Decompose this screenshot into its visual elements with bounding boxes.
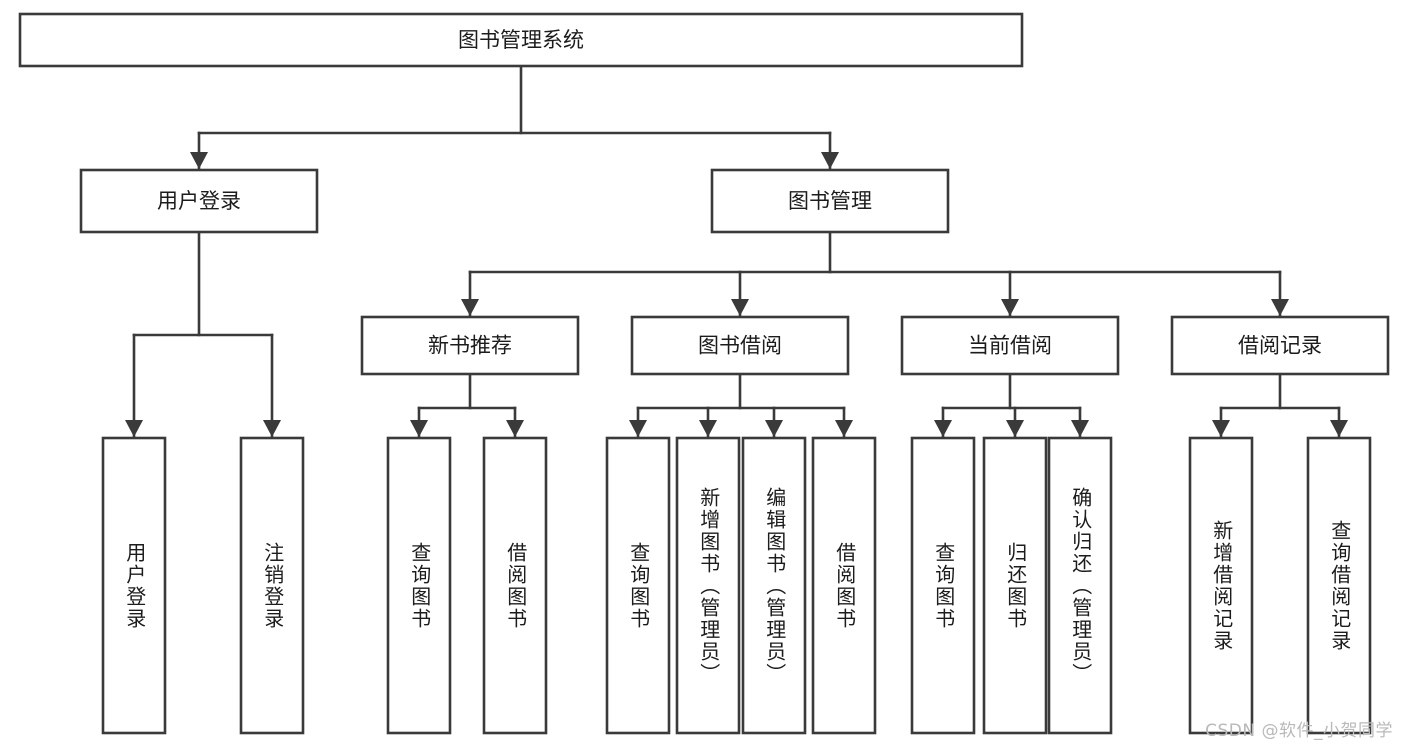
- arrow-head-icon: [1212, 420, 1230, 437]
- node-box-user-login[interactable]: [79, 168, 319, 234]
- arrow-head-icon: [1001, 299, 1019, 316]
- node-box-leaf-query-book-cur[interactable]: [910, 436, 976, 735]
- node-label-book-manage: 图书管理: [788, 189, 872, 213]
- arrow-head-icon: [629, 420, 647, 437]
- node-box-leaf-add-book[interactable]: [675, 436, 741, 735]
- node-box-book-borrow[interactable]: [630, 315, 850, 376]
- arrow-head-icon: [1271, 299, 1289, 316]
- node-box-leaf-query-record[interactable]: [1306, 436, 1372, 735]
- node-box-book-manage[interactable]: [710, 168, 950, 234]
- arrow-head-icon: [1006, 420, 1024, 437]
- node-box-borrow-record[interactable]: [1170, 315, 1390, 376]
- node-label-book-borrow: 图书借阅: [698, 334, 782, 358]
- arrow-head-icon: [731, 299, 749, 316]
- node-box-current-borrow[interactable]: [900, 315, 1120, 376]
- arrow-head-icon: [506, 420, 524, 437]
- arrow-head-icon: [410, 420, 428, 437]
- arrow-head-icon: [699, 420, 717, 437]
- arrow-head-icon: [125, 420, 143, 437]
- node-box-leaf-confirm-return[interactable]: [1047, 436, 1113, 735]
- arrow-head-icon: [461, 299, 479, 316]
- node-label-user-login: 用户登录: [157, 189, 241, 213]
- node-box-leaf-query-book-bor[interactable]: [605, 436, 671, 735]
- node-box-leaf-logout[interactable]: [239, 436, 305, 735]
- connector-layer: [125, 64, 1348, 439]
- arrow-head-icon: [1330, 420, 1348, 437]
- arrow-head-icon: [263, 420, 281, 437]
- node-label-borrow-record: 借阅记录: [1238, 334, 1322, 358]
- node-box-leaf-user-login[interactable]: [101, 436, 167, 735]
- arrow-head-icon: [190, 152, 208, 169]
- arrow-head-icon: [934, 420, 952, 437]
- node-box-leaf-add-record[interactable]: [1188, 436, 1254, 735]
- node-box-root[interactable]: [18, 12, 1024, 68]
- node-box-leaf-borrow-book-rec[interactable]: [482, 436, 548, 735]
- node-label-new-book-rec: 新书推荐: [428, 334, 512, 358]
- node-label-current-borrow: 当前借阅: [968, 334, 1052, 358]
- arrow-head-icon: [1071, 420, 1089, 437]
- arrow-head-icon: [765, 420, 783, 437]
- node-box-leaf-borrow-book-bor[interactable]: [811, 436, 877, 735]
- node-box-leaf-edit-book[interactable]: [741, 436, 807, 735]
- node-box-leaf-query-book-rec[interactable]: [386, 436, 452, 735]
- arrow-head-icon: [835, 420, 853, 437]
- node-box-leaf-return-book[interactable]: [982, 436, 1048, 735]
- node-label-root: 图书管理系统: [458, 28, 584, 52]
- watermark: CSDN @软件_小贺同学: [1205, 721, 1393, 741]
- node-box-new-book-rec[interactable]: [360, 315, 580, 376]
- arrow-head-icon: [821, 152, 839, 169]
- node-box-layer: [18, 12, 1390, 735]
